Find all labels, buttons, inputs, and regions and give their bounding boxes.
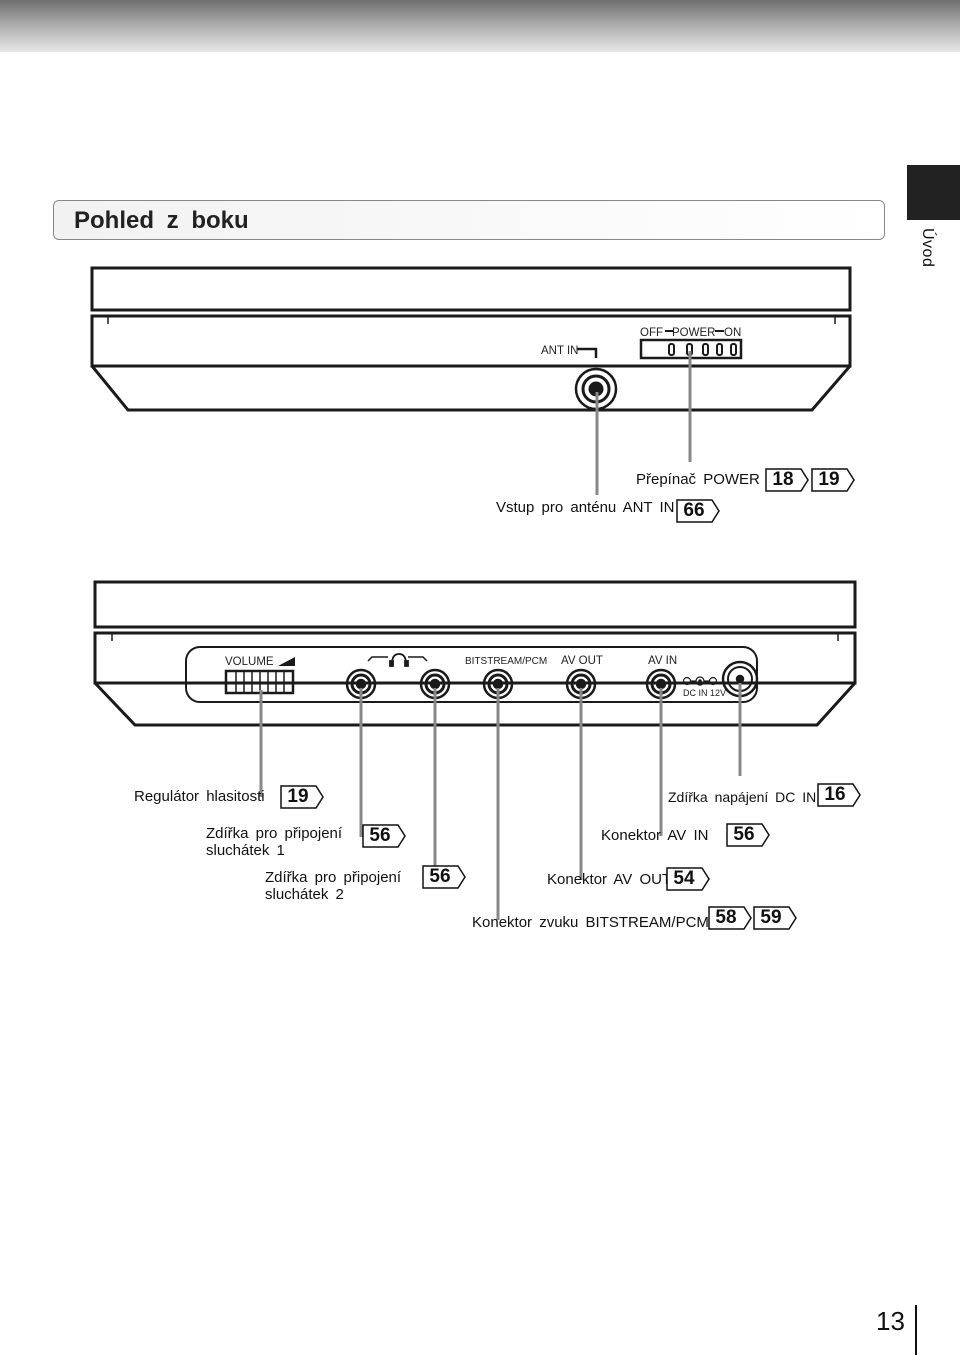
- ref-badge-shape: [708, 906, 752, 930]
- dc-in-label: DC IN 12V: [683, 688, 726, 698]
- dc-polarity-icon: [682, 676, 718, 686]
- power-label: POWER: [672, 327, 715, 339]
- section-tab-marker: [907, 165, 960, 220]
- page-ref-badge: 58: [708, 906, 752, 930]
- page-ref-badge: 66: [676, 499, 720, 523]
- callout-headphone-2: Zdířka pro připojení sluchátek 2: [265, 869, 402, 903]
- page-number: 13: [876, 1306, 905, 1336]
- volume-label: VOLUME: [225, 656, 274, 668]
- ref-number: 56: [733, 824, 755, 845]
- ref-number: 56: [429, 866, 451, 887]
- bitstream-label: BITSTREAM/PCM: [465, 656, 547, 667]
- ref-number: 54: [673, 868, 695, 889]
- page-ref-badge: 16: [817, 783, 861, 807]
- bottom-device-outline: [93, 580, 857, 727]
- headphone-bracket: [367, 656, 428, 662]
- section-title-box: Pohled z boku: [53, 200, 885, 240]
- ref-badge-shape: [362, 824, 406, 848]
- ref-badge-shape: [280, 785, 324, 809]
- power-off-label: OFF: [640, 327, 663, 339]
- ref-number: 18: [772, 469, 794, 490]
- callout-power-switch: Přepínač POWER: [636, 471, 760, 488]
- ref-number: 16: [824, 784, 846, 805]
- av-out-label: AV OUT: [561, 655, 603, 667]
- callout-bitstream: Konektor zvuku BITSTREAM/PCM: [472, 914, 709, 931]
- page-number-rule: [915, 1305, 917, 1355]
- volume-wedge-icon: [278, 657, 295, 666]
- page-ref-badge: 56: [422, 865, 466, 889]
- ref-number: 19: [818, 469, 840, 490]
- callout-headphone-1: Zdířka pro připojení sluchátek 1: [206, 825, 343, 859]
- page-ref-badge: 56: [726, 823, 770, 847]
- headphone-icon: [389, 653, 409, 667]
- ref-number: 19: [287, 786, 309, 807]
- top-device-outline: [90, 266, 852, 412]
- ref-badge-shape: [811, 468, 855, 492]
- callout-volume: Regulátor hlasitosti: [134, 788, 265, 805]
- ref-badge-shape: [765, 468, 809, 492]
- section-title: Pohled z boku: [74, 207, 249, 234]
- av-in-label: AV IN: [648, 655, 677, 667]
- ref-badge-shape: [817, 783, 861, 807]
- ref-number: 56: [369, 825, 391, 846]
- ant-in-label: ANT IN: [541, 345, 579, 357]
- ref-number: 59: [760, 907, 782, 928]
- callout-av-out: Konektor AV OUT: [547, 871, 672, 888]
- page-ref-badge: 56: [362, 824, 406, 848]
- page-ref-badge: 54: [666, 867, 710, 891]
- ref-badge-shape: [753, 906, 797, 930]
- page-ref-badge: 19: [280, 785, 324, 809]
- ref-badge-shape: [676, 499, 720, 523]
- power-on-label: ON: [724, 327, 741, 339]
- page-ref-badge: 18: [765, 468, 809, 492]
- ref-badge-shape: [726, 823, 770, 847]
- ref-number: 66: [683, 500, 705, 521]
- page-ref-badge: 19: [811, 468, 855, 492]
- callout-av-in: Konektor AV IN: [601, 827, 709, 844]
- ref-badge-shape: [666, 867, 710, 891]
- ref-number: 58: [715, 907, 737, 928]
- callout-ant-in: Vstup pro anténu ANT IN: [496, 499, 675, 516]
- ant-in-bracket: [577, 347, 598, 358]
- page-ref-badge: 59: [753, 906, 797, 930]
- callout-dc-in: Zdířka napájení DC IN: [668, 789, 817, 805]
- ref-badge-shape: [422, 865, 466, 889]
- section-tab-label: Úvod: [919, 228, 936, 268]
- header-gradient-band: [0, 0, 960, 52]
